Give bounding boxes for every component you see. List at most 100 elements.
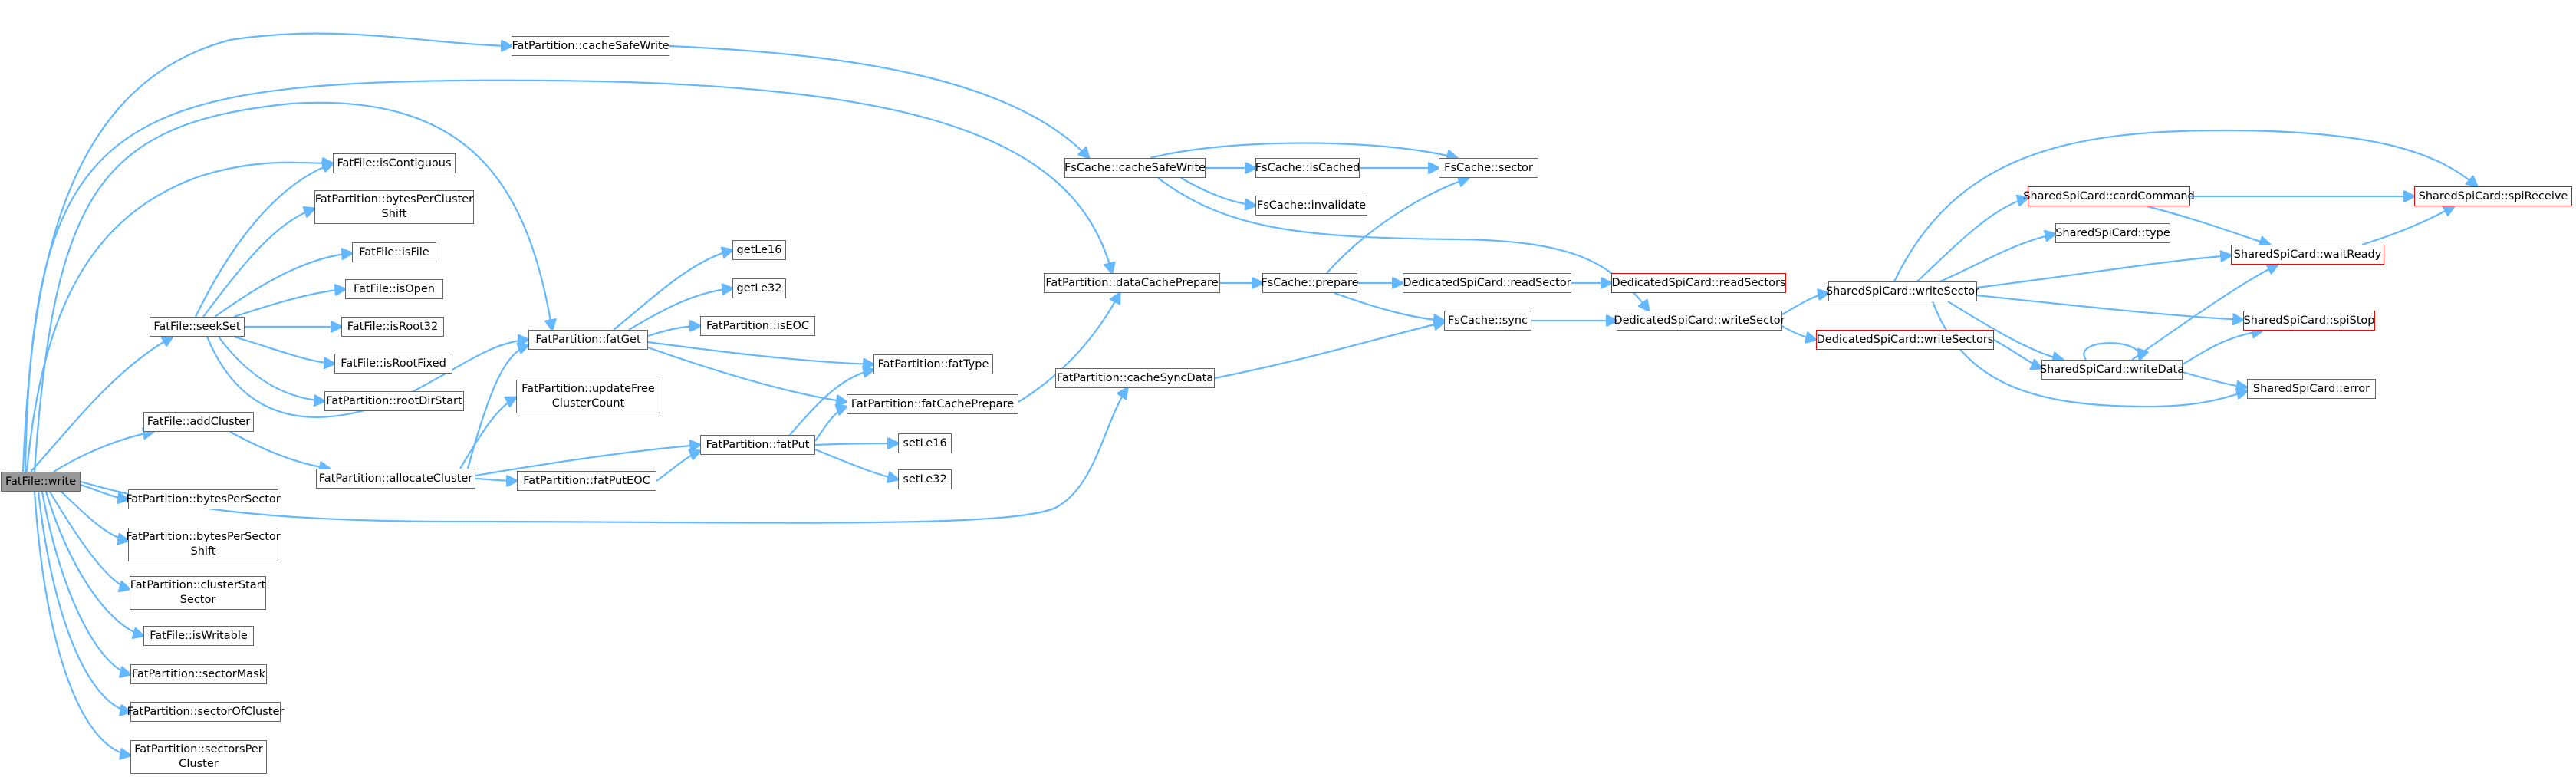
node-fatpartition-sectorspercluster[interactable]: FatPartition::sectorsPer Cluster	[130, 740, 267, 774]
edge-seekset-isfile	[214, 253, 352, 318]
node-fatpartition-fatget[interactable]: FatPartition::fatGet	[528, 330, 648, 350]
node-fatpartition-bytespersector[interactable]: FatPartition::bytesPerSector	[126, 489, 281, 509]
edge-write-sectormask	[41, 491, 130, 674]
node-setle32[interactable]: setLe32	[898, 469, 952, 489]
node-fatpartition-clusterstart-sector[interactable]: FatPartition::clusterStart Sector	[130, 576, 266, 610]
node-dedicatedspicard-writesectors[interactable]: DedicatedSpiCard::writeSectors	[1816, 330, 1994, 350]
node-fatpartition-datacacheprepare[interactable]: FatPartition::dataCachePrepare	[1044, 273, 1220, 293]
edge-dwritesector-dwritesectors	[1781, 325, 1816, 340]
call-edges	[21, 32, 2477, 756]
node-fatpartition-cachesyncdata[interactable]: FatPartition::cacheSyncData	[1055, 368, 1215, 388]
edge-dwritesector-swritesector	[1781, 293, 1828, 315]
edge-seekset-rootdirstart	[218, 336, 324, 401]
node-sharedspicard-type[interactable]: SharedSpiCard::type	[2055, 223, 2170, 243]
edge-fatput-setle32	[814, 448, 898, 479]
node-fatfile-isfile[interactable]: FatFile::isFile	[352, 242, 436, 262]
edge-write-fatget	[33, 101, 552, 472]
node-fatfile-isopen[interactable]: FatFile::isOpen	[345, 279, 443, 299]
node-fatpartition-updatefree-clustercount[interactable]: FatPartition::updateFree ClusterCount	[516, 380, 660, 413]
node-fscache-prepare[interactable]: FsCache::prepare	[1261, 273, 1359, 293]
node-sharedspicard-cardcommand[interactable]: SharedSpiCard::cardCommand	[2023, 186, 2195, 206]
edge-swritesector-spistop	[1976, 294, 2243, 320]
node-fatpartition-fatputeoc[interactable]: FatPartition::fatPutEOC	[517, 471, 656, 491]
edge-fatput-fattype	[789, 370, 873, 436]
edge-allocatecluster-fatputeoc	[475, 479, 517, 481]
node-fscache-invalidate[interactable]: FsCache::invalidate	[1255, 196, 1367, 216]
node-getle32[interactable]: getLe32	[732, 278, 786, 298]
edge-seekset-bpcshift	[202, 209, 314, 318]
edge-cachesafewrite-p-fscachesafewrite	[669, 44, 1089, 158]
edge-allocatecluster-fatget	[466, 345, 528, 469]
edge-prepare-sync	[1334, 291, 1444, 321]
edge-fatget-getle16	[613, 250, 732, 331]
edge-swritesector-cardcommand	[1916, 198, 2028, 282]
edge-write-iswritable	[44, 491, 143, 636]
node-fscache-sector[interactable]: FsCache::sector	[1439, 158, 1538, 178]
edge-waitready-spireceive	[2361, 206, 2454, 246]
edge-seekset-isopen	[233, 289, 345, 318]
edge-fatcacheprepare-datacacheprepare	[1018, 293, 1120, 403]
node-dedicatedspicard-readsectors[interactable]: DedicatedSpiCard::readSectors	[1611, 273, 1786, 293]
node-fatpartition-cachesafewrite[interactable]: FatPartition::cacheSafeWrite	[512, 36, 669, 56]
edge-fatput-setle16	[814, 443, 898, 445]
edge-write-sectorspercluster	[33, 491, 130, 756]
edge-swritesector-waitready	[1976, 255, 2231, 289]
node-fatpartition-bytespersector-shift[interactable]: FatPartition::bytesPerSector Shift	[126, 528, 281, 561]
node-fatpartition-rootdirstart[interactable]: FatPartition::rootDirStart	[324, 391, 464, 411]
node-sharedspicard-spistop[interactable]: SharedSpiCard::spiStop	[2243, 311, 2375, 331]
edge-swritesector-spireceive	[1893, 129, 2477, 282]
node-sharedspicard-spireceive[interactable]: SharedSpiCard::spiReceive	[2414, 186, 2572, 206]
node-fatfile-iscontiguous[interactable]: FatFile::isContiguous	[333, 153, 456, 173]
edge-writedata-error	[2182, 370, 2247, 387]
node-fatfile-isroot32[interactable]: FatFile::isRoot32	[341, 317, 444, 337]
node-fatpartition-fattype[interactable]: FatPartition::fatType	[873, 354, 993, 374]
node-dedicatedspicard-writesector[interactable]: DedicatedSpiCard::writeSector	[1614, 311, 1785, 331]
node-sharedspicard-error[interactable]: SharedSpiCard::error	[2247, 379, 2376, 399]
edge-addcluster-allocatecluster	[229, 431, 330, 469]
edge-write-clusterstart	[49, 491, 130, 589]
node-sharedspicard-writesector[interactable]: SharedSpiCard::writeSector	[1826, 281, 1979, 301]
edge-allocatecluster-updatefree	[459, 397, 516, 469]
node-setle16[interactable]: setLe16	[898, 433, 952, 453]
node-getle16[interactable]: getLe16	[732, 240, 786, 260]
node-fscache-iscached[interactable]: FsCache::isCached	[1255, 158, 1360, 178]
node-fatpartition-bytespercluster-shift[interactable]: FatPartition::bytesPerCluster Shift	[314, 190, 474, 224]
edge-fatput-fatcacheprepare	[814, 407, 847, 442]
edge-fscachesafewrite-dwritesector	[1157, 177, 1649, 311]
edge-seekset-iscontiguous	[195, 163, 333, 318]
edge-fatputeoc-fatput	[656, 451, 700, 482]
node-fatfile-seekset[interactable]: FatFile::seekSet	[150, 317, 245, 337]
edge-fscachesafewrite-invalidate	[1180, 177, 1255, 206]
edge-fatget-getle32	[628, 288, 732, 331]
edge-fatget-fattype	[647, 341, 873, 364]
edge-write-datacacheprepare	[24, 79, 1112, 472]
node-sharedspicard-waitready[interactable]: SharedSpiCard::waitReady	[2231, 245, 2384, 265]
node-fatfile-write[interactable]: FatFile::write	[1, 472, 81, 492]
edge-fscachesafewrite-sector	[1150, 142, 1457, 159]
edge-writedata-waitready	[2131, 265, 2278, 361]
node-fatpartition-fatput[interactable]: FatPartition::fatPut	[700, 435, 815, 455]
edge-write-bpsshift	[61, 491, 128, 541]
edge-swritesector-error	[1931, 301, 2247, 408]
edge-fatget-fatcacheprepare	[647, 346, 847, 402]
node-fatfile-isrootfixed[interactable]: FatFile::isRootFixed	[334, 354, 452, 374]
node-fscache-sync[interactable]: FsCache::sync	[1444, 311, 1531, 331]
node-dedicatedspicard-readsector[interactable]: DedicatedSpiCard::readSector	[1403, 273, 1571, 293]
node-fatpartition-fatcacheprepare[interactable]: FatPartition::fatCachePrepare	[847, 394, 1018, 414]
node-sharedspicard-writedata[interactable]: SharedSpiCard::writeData	[2040, 360, 2184, 380]
node-fatfile-addcluster[interactable]: FatFile::addCluster	[143, 412, 254, 432]
node-fatpartition-iseoc[interactable]: FatPartition::isEOC	[700, 316, 815, 336]
edge-swritesector-writedata	[1947, 301, 2063, 360]
node-fatfile-iswritable[interactable]: FatFile::isWritable	[143, 626, 254, 646]
edge-seekset-isrootfixed	[233, 335, 334, 364]
edge-writedata-spistop	[2182, 331, 2262, 365]
node-fscache-cachesafewrite[interactable]: FsCache::cacheSafeWrite	[1064, 158, 1206, 178]
node-fatpartition-sectorofcluster[interactable]: FatPartition::sectorOfCluster	[127, 702, 284, 722]
node-fatpartition-sectormask[interactable]: FatPartition::sectorMask	[130, 664, 267, 684]
edge-write-sectorofcluster	[37, 491, 130, 712]
edge-write-cachesyncdata	[80, 388, 1127, 524]
node-fatpartition-allocatecluster[interactable]: FatPartition::allocateCluster	[316, 469, 475, 489]
edge-prepare-sector	[1326, 178, 1469, 274]
edge-write-addcluster	[53, 432, 153, 472]
edge-fatget-iseoc	[647, 326, 700, 337]
